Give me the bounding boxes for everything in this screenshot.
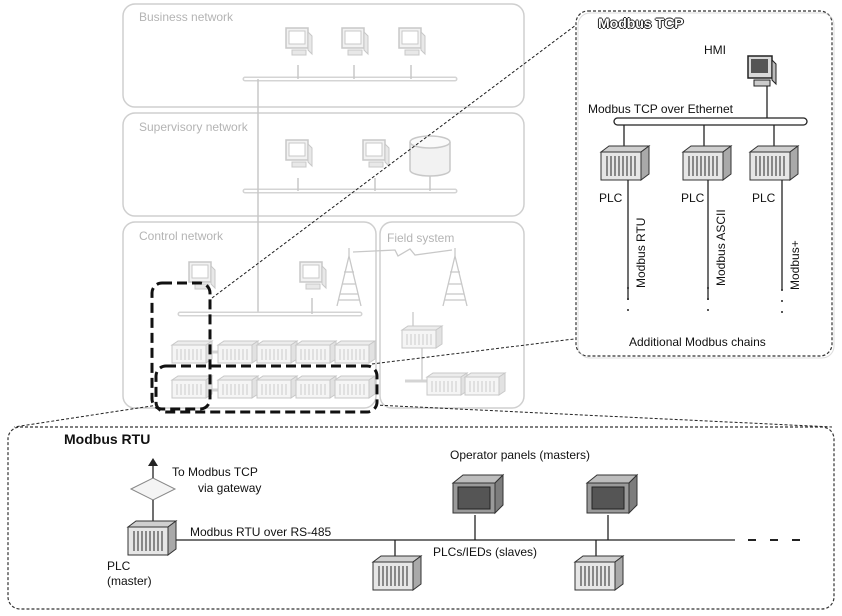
operator-panel-icon — [452, 474, 504, 514]
master-plc-icon — [127, 520, 177, 556]
tcp-plc-icon — [682, 145, 732, 181]
continuation-dots — [627, 287, 783, 313]
tcp-plc-icon — [749, 145, 799, 181]
master-label-line1: PLC — [107, 559, 131, 573]
additional-chains-label: Additional Modbus chains — [629, 335, 766, 349]
business-pc-icon — [398, 27, 426, 56]
chain-label-plus: Modbus+ — [788, 240, 802, 290]
control-pc-icon — [299, 261, 327, 290]
business-pc-icon — [341, 27, 369, 56]
control-plc-row-upper — [171, 340, 376, 364]
tcp-bus-label: Modbus TCP over Ethernet — [588, 102, 733, 116]
control-plc-row-lower — [171, 375, 376, 399]
rtu-bus-label: Modbus RTU over RS-485 — [190, 525, 332, 539]
modbus-rtu-panel — [7, 426, 835, 610]
modbus-tcp-panel — [575, 10, 833, 357]
radio-link — [352, 248, 453, 257]
field-plc-icon — [426, 372, 468, 396]
control-network-label: Control network — [139, 229, 224, 243]
control-network-zone — [122, 221, 377, 409]
chain-label-ascii: Modbus ASCII — [714, 209, 728, 286]
gateway-label-line1: To Modbus TCP — [172, 465, 258, 479]
slave-plc-icon — [372, 555, 422, 591]
field-system-label: Field system — [387, 231, 455, 245]
database-icon — [409, 135, 451, 177]
ethernet-bus — [613, 117, 808, 126]
business-pc-icon — [285, 27, 313, 56]
operator-panels-label: Operator panels (masters) — [450, 448, 591, 462]
tcp-plc-icon — [600, 145, 650, 181]
hmi-highlight-box — [150, 281, 212, 411]
radio-tower-icon — [442, 248, 468, 307]
hmi-label: HMI — [704, 43, 726, 57]
field-plc-icon — [401, 325, 443, 349]
business-network-label: Business network — [139, 10, 234, 24]
radio-tower-icon — [336, 248, 362, 307]
field-plc-icon — [464, 372, 506, 396]
gateway-label-line2: via gateway — [198, 481, 262, 495]
rtu-highlight-box — [154, 364, 379, 414]
supervisory-pc-icon — [362, 139, 390, 168]
supervisory-pc-icon — [285, 139, 313, 168]
field-system-zone — [379, 221, 525, 409]
modbus-tcp-title: Modbus TCP — [598, 15, 684, 31]
supervisory-network-zone — [122, 112, 525, 217]
slaves-label: PLCs/IEDs (slaves) — [433, 545, 538, 559]
business-network-zone — [122, 3, 525, 108]
master-label-line2: (master) — [107, 574, 152, 588]
chain-label-rtu: Modbus RTU — [634, 217, 648, 288]
operator-panel-icon — [586, 474, 638, 514]
control-pc-icon — [188, 261, 216, 290]
slave-plc-icon — [574, 555, 624, 591]
tcp-plc-label: PLC — [599, 191, 623, 205]
gateway-icon — [129, 458, 177, 521]
tcp-plc-label: PLC — [681, 191, 705, 205]
modbus-rtu-title: Modbus RTU — [64, 431, 151, 447]
supervisory-network-label: Supervisory network — [139, 120, 248, 134]
tcp-plc-label: PLC — [752, 191, 776, 205]
